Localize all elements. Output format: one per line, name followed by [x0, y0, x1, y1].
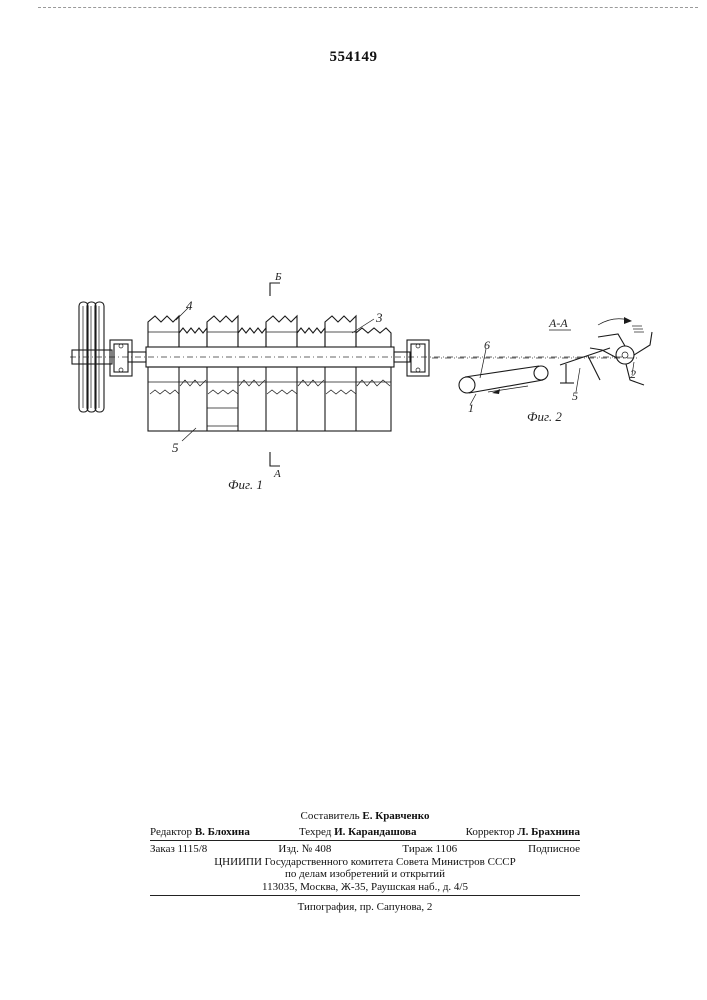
label-6: 6	[484, 338, 490, 352]
order-number: Заказ 1115/8	[150, 843, 207, 856]
figure-2-caption: Фиг. 2	[527, 409, 562, 424]
corrector-role: Корректор	[466, 826, 515, 838]
section-mark-bottom: А	[273, 468, 281, 480]
separator-line	[150, 840, 580, 841]
shaft	[70, 347, 625, 367]
editor-role: Редактор	[150, 826, 192, 838]
figure-1-caption: Фиг. 1	[228, 477, 263, 492]
editor: Редактор В. Блохина	[150, 826, 250, 839]
address-line: 113035, Москва, Ж-35, Раушская наб., д. …	[150, 881, 580, 894]
circulation: Тираж 1106	[402, 843, 457, 856]
printer-line: Типография, пр. Сапунова, 2	[150, 901, 580, 914]
label-2: 2	[630, 367, 636, 381]
label-1: 1	[468, 401, 474, 415]
editor-name: В. Блохина	[195, 826, 250, 838]
compiler-name: Е. Кравченко	[362, 810, 429, 822]
compiler-role: Составитель	[301, 810, 360, 822]
compiler-line: Составитель Е. Кравченко	[150, 810, 580, 823]
imprint-block: Составитель Е. Кравченко Редактор В. Бло…	[150, 810, 580, 914]
corrector: Корректор Л. Брахнина	[466, 826, 580, 839]
leader-lines	[176, 308, 374, 441]
knife-block-bottom	[148, 367, 391, 431]
section-markers	[270, 283, 280, 466]
section-a-a-view	[432, 317, 652, 405]
techred-role: Техред	[299, 826, 331, 838]
label-5: 5	[172, 440, 179, 455]
order-row: Заказ 1115/8 Изд. № 408 Тираж 1106 Подпи…	[150, 843, 580, 856]
separator-line-2	[150, 895, 580, 896]
techred-name: И. Карандашова	[334, 826, 416, 838]
org-line-1: ЦНИИПИ Государственного комитета Совета …	[150, 856, 580, 869]
bearing-left	[110, 340, 132, 376]
label-3: 3	[375, 310, 383, 325]
staff-row: Редактор В. Блохина Техред И. Карандашов…	[150, 826, 580, 839]
org-line-2: по делам изобретений и открытий	[150, 868, 580, 881]
corrector-name: Л. Брахнина	[517, 826, 580, 838]
techred: Техред И. Карандашова	[299, 826, 417, 839]
edition-number: Изд. № 408	[278, 843, 331, 856]
label-4: 4	[186, 298, 193, 313]
subscription: Подписное	[528, 843, 580, 856]
section-title: А-А	[548, 316, 568, 330]
section-mark-top: Б	[274, 271, 282, 283]
label-5b: 5	[572, 389, 578, 403]
